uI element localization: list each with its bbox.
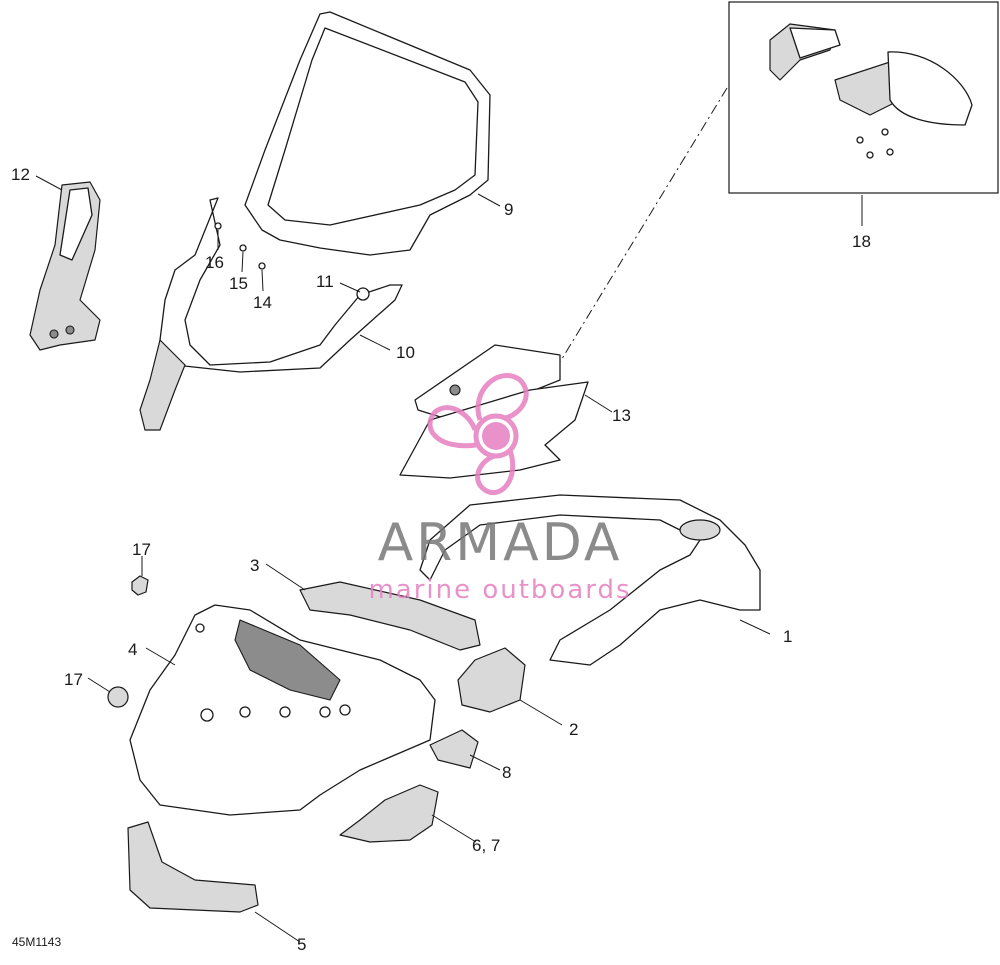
left-bracket-part [29, 181, 101, 351]
callout-15: 15 [229, 274, 248, 293]
callout-17-side: 17 [64, 670, 83, 689]
grommet-11 [356, 287, 370, 301]
callout-4: 4 [128, 640, 137, 659]
block-part [429, 729, 479, 769]
callout-5: 5 [297, 935, 306, 954]
washer-15 [239, 244, 247, 252]
nose-cone-part [129, 604, 436, 816]
callout-3: 3 [250, 556, 259, 575]
lower-panel-part [419, 494, 761, 666]
trim-part [299, 581, 481, 651]
nut-14 [258, 262, 266, 270]
callout-2: 2 [569, 720, 578, 739]
inset-detail-box [728, 1, 999, 194]
leader-lines [35, 175, 771, 943]
callout-18: 18 [852, 232, 871, 251]
small-cover-part [457, 647, 526, 713]
callout-16: 16 [205, 253, 224, 272]
callout-8: 8 [502, 763, 511, 782]
screw-16 [214, 222, 222, 230]
watermark-subtitle: marine outboards [368, 575, 631, 605]
callout-12: 12 [11, 165, 30, 184]
callout-17-top: 17 [132, 540, 151, 559]
grommet-17-side [107, 686, 129, 708]
callout-6-7: 6, 7 [472, 836, 500, 855]
callout-labels: 1 2 3 4 5 6, 7 8 9 10 11 12 13 14 15 16 … [11, 165, 871, 954]
lower-pad-part [127, 821, 259, 913]
propeller-hub-icon [482, 422, 510, 450]
visor-part [139, 197, 403, 431]
callout-1: 1 [783, 627, 792, 646]
insert-part [339, 784, 439, 843]
callout-11: 11 [316, 272, 334, 291]
propeller-icon [427, 373, 529, 495]
callout-9: 9 [504, 200, 513, 219]
callout-10: 10 [396, 343, 415, 362]
callout-14: 14 [253, 293, 272, 312]
watermark-logo: ARMADA marine outboards [368, 373, 631, 605]
drawing-code: 45M1143 [12, 935, 61, 949]
windshield-part [244, 11, 491, 256]
callout-13: 13 [612, 406, 631, 425]
grommet-17-top [131, 575, 149, 596]
watermark-title: ARMADA [378, 513, 623, 573]
